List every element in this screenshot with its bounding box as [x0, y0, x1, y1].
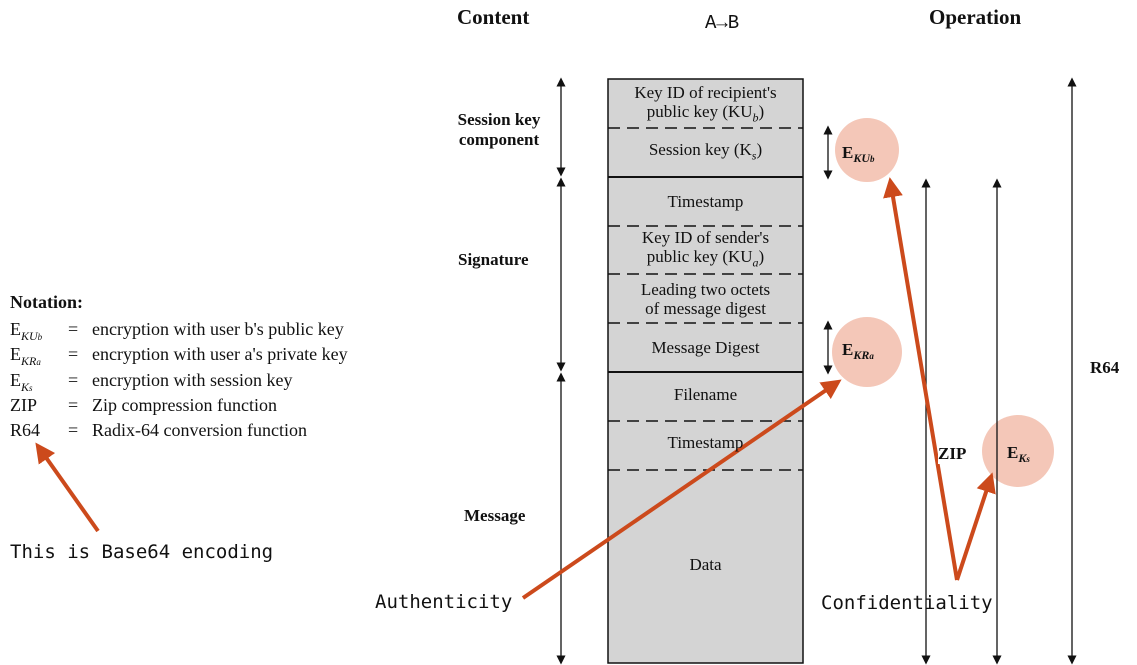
cell-data: Data: [689, 554, 722, 574]
cell-message-digest: Message Digest: [651, 338, 760, 357]
highlight-circle-ekub: [835, 118, 899, 182]
authenticity-annotation-arrow: [521, 379, 842, 600]
r64-label: R64: [1090, 358, 1120, 377]
ekra-label: EKRa: [842, 340, 874, 363]
cell-signature-timestamp: Timestamp: [667, 192, 744, 211]
message-label: Message: [464, 506, 526, 525]
direction-header: A→B: [705, 12, 740, 34]
cell-filename: Filename: [673, 384, 738, 404]
base64-annotation: This is Base64 encoding: [10, 541, 274, 563]
eks-label: EKs: [1007, 443, 1030, 466]
session-key-component-label: Session key component: [457, 110, 541, 149]
base64-annotation-arrow: [35, 442, 100, 533]
cell-message-timestamp: Timestamp: [667, 432, 744, 452]
ekub-label: EKUb: [842, 143, 875, 166]
zip-label: ZIP: [938, 444, 967, 464]
cell-recipient-key-id: Key ID of recipient's public key (KUb): [634, 82, 777, 125]
cell-leading-octets: Leading two octets of message digest: [640, 279, 771, 318]
operation-header: Operation: [929, 5, 1022, 29]
content-header: Content: [457, 5, 530, 29]
authenticity-annotation: Authenticity: [375, 591, 513, 613]
cell-sender-key-id: Key ID of sender's public key (KUa): [641, 228, 770, 270]
cell-session-key: Session key (Ks): [648, 140, 763, 163]
confidentiality-annotation-path: [883, 177, 959, 581]
notation-title: Notation:: [10, 292, 83, 312]
confidentiality-annotation: Confidentiality: [821, 592, 993, 614]
signature-label: Signature: [458, 250, 529, 269]
confidentiality-annotation-arrow-2: [955, 472, 996, 581]
packet-column: [607, 78, 804, 664]
highlight-circle-ekra: [832, 317, 902, 387]
